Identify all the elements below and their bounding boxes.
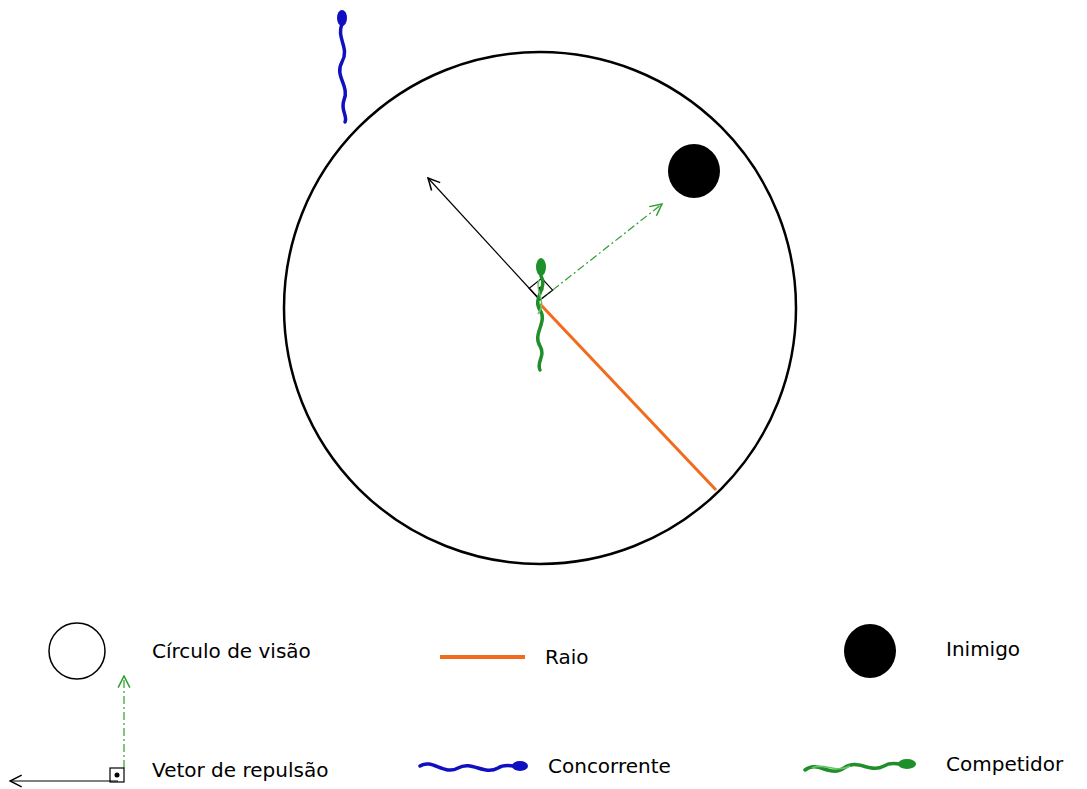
legend-rival-sample xyxy=(420,761,528,771)
legend-label: Raio xyxy=(545,645,589,669)
repulsion-vector xyxy=(428,178,540,300)
vision-circle xyxy=(284,52,796,564)
repulsion-vector-dashed xyxy=(540,204,662,300)
legend-label: Inimigo xyxy=(946,637,1020,661)
radius-line xyxy=(540,304,716,490)
legend-label: Vetor de repulsão xyxy=(152,758,328,782)
enemy-dot xyxy=(668,144,720,198)
legend-label: Círculo de visão xyxy=(152,639,311,663)
legend-radius-sample xyxy=(440,655,525,659)
competitor-sperm xyxy=(536,258,546,370)
legend-label: Concorrente xyxy=(548,754,671,778)
legend-competitor-sample xyxy=(805,759,916,771)
legend-vector-sample xyxy=(10,676,124,782)
rival-sperm xyxy=(337,10,347,122)
legend-enemy-sample xyxy=(844,624,896,678)
legend-circle-sample xyxy=(49,623,105,679)
legend-label: Competidor xyxy=(946,752,1063,776)
